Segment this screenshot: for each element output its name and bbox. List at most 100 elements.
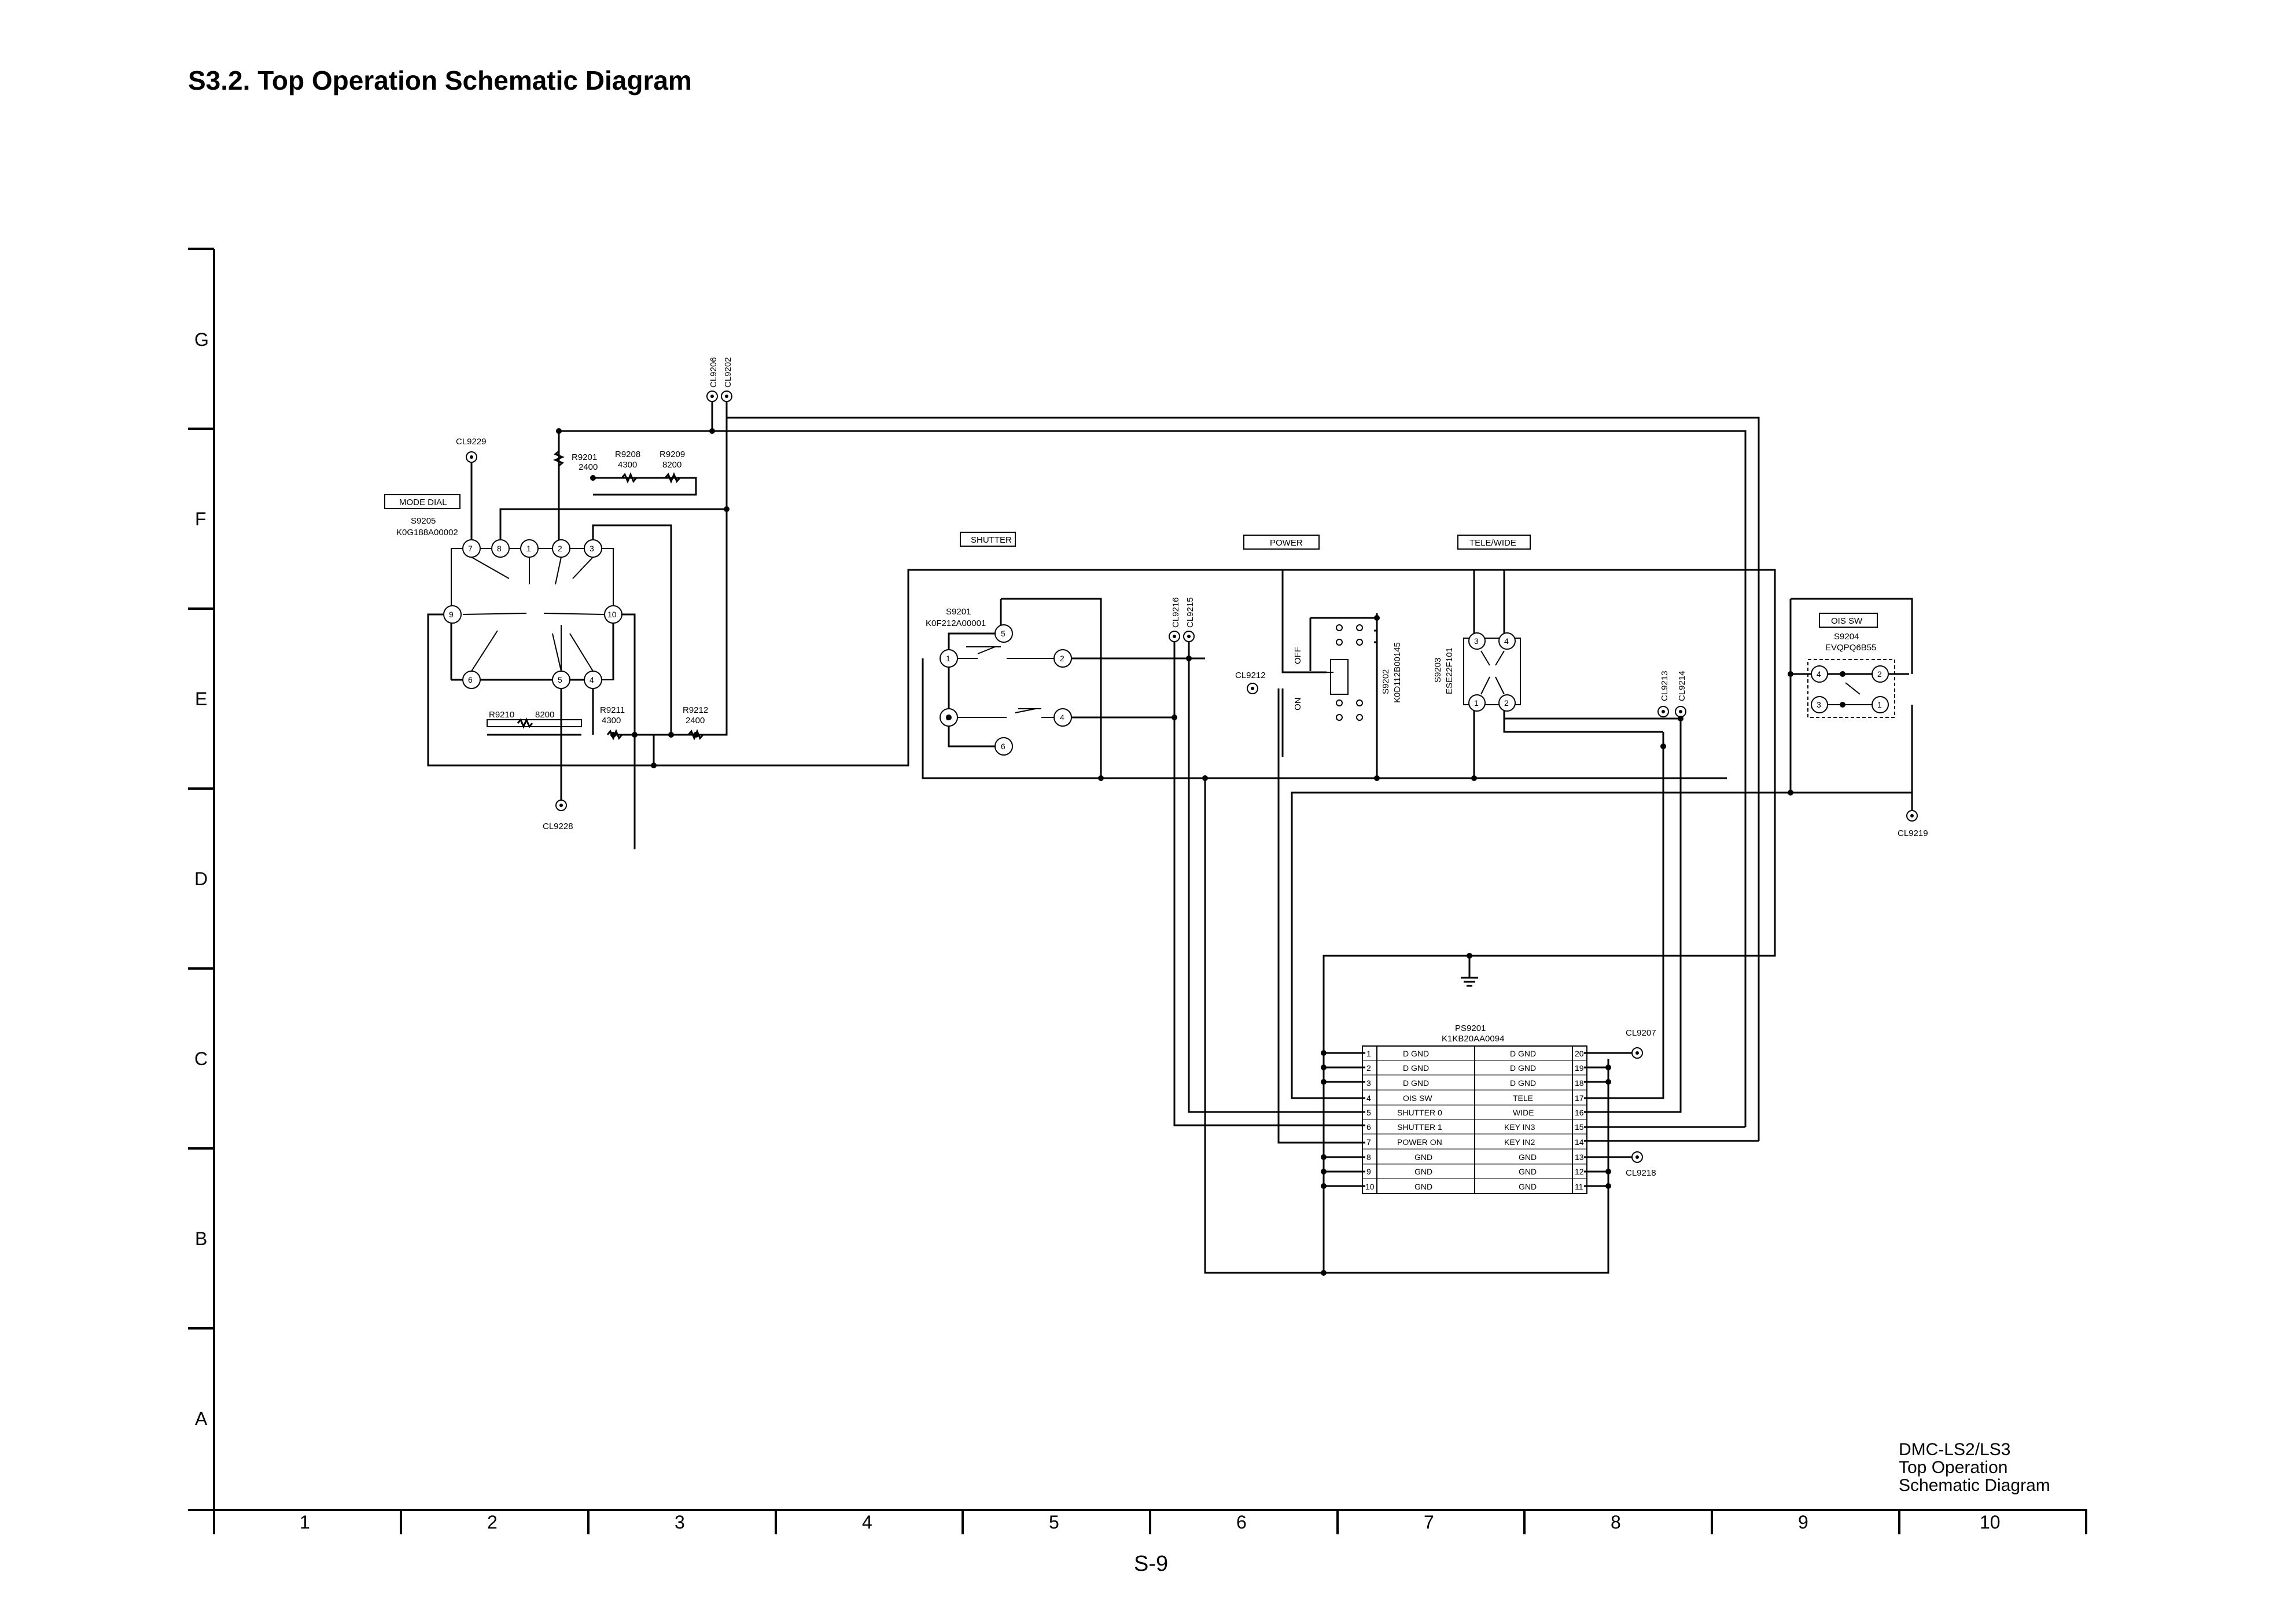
pin-num: 11 bbox=[1575, 1182, 1583, 1191]
connector-ref: PS9201 bbox=[1455, 1023, 1486, 1033]
svg-text:5: 5 bbox=[1001, 629, 1005, 638]
cl9228-label: CL9228 bbox=[543, 822, 573, 831]
svg-text:5: 5 bbox=[558, 675, 562, 684]
diagram-frame bbox=[188, 248, 2087, 1534]
r9209-value: 8200 bbox=[662, 460, 681, 470]
pin-name: KEY IN3 bbox=[1504, 1122, 1535, 1132]
shutter-part: K0F212A00001 bbox=[926, 618, 986, 628]
grid-row-label: F bbox=[195, 509, 207, 529]
pin-num: 4 bbox=[1366, 1093, 1371, 1103]
grid-col-label: 8 bbox=[1611, 1512, 1621, 1533]
pin-num: 17 bbox=[1575, 1093, 1584, 1103]
grid-row-label: C bbox=[194, 1048, 208, 1069]
r9201-value: 2400 bbox=[579, 462, 598, 472]
corner-subtitle: Schematic Diagram bbox=[1899, 1476, 2050, 1495]
grid-col-label: 6 bbox=[1236, 1512, 1247, 1533]
r9210-ref: R9210 bbox=[489, 710, 514, 720]
pin-num: 3 bbox=[1366, 1078, 1371, 1088]
pin-num: 7 bbox=[1366, 1137, 1371, 1147]
pin-name: D GND bbox=[1510, 1049, 1536, 1058]
wiring bbox=[427, 393, 1913, 1274]
ois-ref: S9204 bbox=[1834, 632, 1859, 642]
svg-text:10: 10 bbox=[607, 610, 617, 619]
svg-text:2: 2 bbox=[1877, 669, 1882, 679]
grid-col-label: 10 bbox=[1980, 1512, 2001, 1533]
svg-text:2: 2 bbox=[558, 544, 562, 553]
cl9229-label: CL9229 bbox=[456, 437, 487, 447]
grid-row-label: D bbox=[194, 868, 208, 889]
r9212-ref: R9212 bbox=[683, 705, 708, 715]
pin-num: 18 bbox=[1575, 1078, 1584, 1088]
svg-text:6: 6 bbox=[1001, 742, 1005, 751]
pin-name: POWER ON bbox=[1397, 1137, 1442, 1147]
pin-num: 2 bbox=[1366, 1063, 1371, 1073]
svg-text:3: 3 bbox=[1817, 700, 1821, 709]
pin-num: 6 bbox=[1366, 1122, 1371, 1132]
page-title: S3.2. Top Operation Schematic Diagram bbox=[188, 65, 692, 95]
mode-dial-label: MODE DIAL bbox=[399, 498, 447, 507]
tele-wide-part: ESE22F101 bbox=[1445, 647, 1454, 694]
svg-text:1: 1 bbox=[946, 654, 951, 663]
r9208-ref: R9208 bbox=[615, 450, 640, 459]
pin-num: 15 bbox=[1575, 1122, 1584, 1132]
pin-num: 1 bbox=[1366, 1049, 1371, 1058]
corner-subtitle: Top Operation bbox=[1899, 1458, 2008, 1477]
ois-part: EVQPQ6B55 bbox=[1825, 643, 1876, 653]
corner-title-block: DMC-LS2/LS3 Top Operation Schematic Diag… bbox=[1899, 1441, 2050, 1494]
cl9212-label: CL9212 bbox=[1235, 671, 1266, 680]
cl9206-label: CL9206 bbox=[709, 357, 719, 388]
pin-name: KEY IN2 bbox=[1504, 1137, 1535, 1147]
tele-wide-switch: TELE/WIDE S9203 ESE22F101 3 4 1 2 bbox=[1433, 535, 1531, 712]
pin-name: D GND bbox=[1403, 1078, 1429, 1088]
pin-name: TELE bbox=[1513, 1093, 1533, 1103]
svg-text:1: 1 bbox=[1474, 698, 1479, 708]
model-name: DMC-LS2/LS3 bbox=[1899, 1440, 2011, 1459]
r9210-value: 8200 bbox=[535, 710, 554, 720]
grid-row-label: G bbox=[194, 329, 209, 350]
cl9219-label: CL9219 bbox=[1898, 828, 1928, 838]
cl9214-label: CL9214 bbox=[1677, 671, 1687, 701]
shutter-switch: SHUTTER S9201 K0F212A00001 12 34 56 bbox=[926, 532, 1072, 756]
pin-num: 16 bbox=[1575, 1108, 1584, 1117]
svg-text:2: 2 bbox=[1504, 698, 1509, 708]
svg-text:1: 1 bbox=[526, 544, 531, 553]
grid-col-label: 1 bbox=[300, 1512, 310, 1533]
power-label: POWER bbox=[1270, 538, 1303, 548]
cl9207-label: CL9207 bbox=[1626, 1028, 1656, 1038]
pin-num: 8 bbox=[1366, 1152, 1371, 1162]
pin-num: 20 bbox=[1575, 1049, 1584, 1058]
power-switch: POWER OFF ON S9202 K0D112B00145 bbox=[1243, 535, 1402, 721]
svg-text:4: 4 bbox=[1504, 636, 1509, 646]
pin-name: WIDE bbox=[1513, 1108, 1534, 1117]
pin-name: GND bbox=[1414, 1167, 1432, 1176]
svg-text:3: 3 bbox=[1474, 636, 1479, 646]
svg-text:4: 4 bbox=[1817, 669, 1821, 679]
power-ref: S9202 bbox=[1381, 669, 1391, 694]
r9209-ref: R9209 bbox=[660, 450, 685, 459]
pin-name: GND bbox=[1519, 1167, 1537, 1176]
pin-name: GND bbox=[1414, 1182, 1432, 1191]
power-off-label: OFF bbox=[1293, 647, 1303, 664]
pin-name: SHUTTER 0 bbox=[1397, 1108, 1442, 1117]
grid-row-label: B bbox=[195, 1228, 207, 1249]
grid-row-label: A bbox=[195, 1408, 208, 1429]
pin-name: GND bbox=[1519, 1152, 1537, 1162]
grid-col-label: 5 bbox=[1049, 1512, 1059, 1533]
grid-col-label: 4 bbox=[862, 1512, 872, 1533]
tele-wide-ref: S9203 bbox=[1433, 658, 1443, 683]
pin-name: D GND bbox=[1403, 1049, 1429, 1058]
pin-num: 19 bbox=[1575, 1063, 1584, 1073]
shutter-ref: S9201 bbox=[946, 607, 971, 617]
svg-text:9: 9 bbox=[449, 610, 454, 619]
mode-dial-ref: S9205 bbox=[411, 516, 436, 526]
cl9216-label: CL9216 bbox=[1171, 597, 1181, 628]
power-part: K0D112B00145 bbox=[1393, 642, 1402, 703]
r9211-ref: R9211 bbox=[600, 705, 625, 715]
tele-wide-label: TELE/WIDE bbox=[1469, 538, 1516, 548]
connector-ps9201: PS9201 K1KB20AA0094 1 D GND D GND 20 2 D… bbox=[1362, 1023, 1587, 1194]
cl9215-label: CL9215 bbox=[1185, 597, 1195, 628]
r9212-value: 2400 bbox=[686, 716, 705, 726]
